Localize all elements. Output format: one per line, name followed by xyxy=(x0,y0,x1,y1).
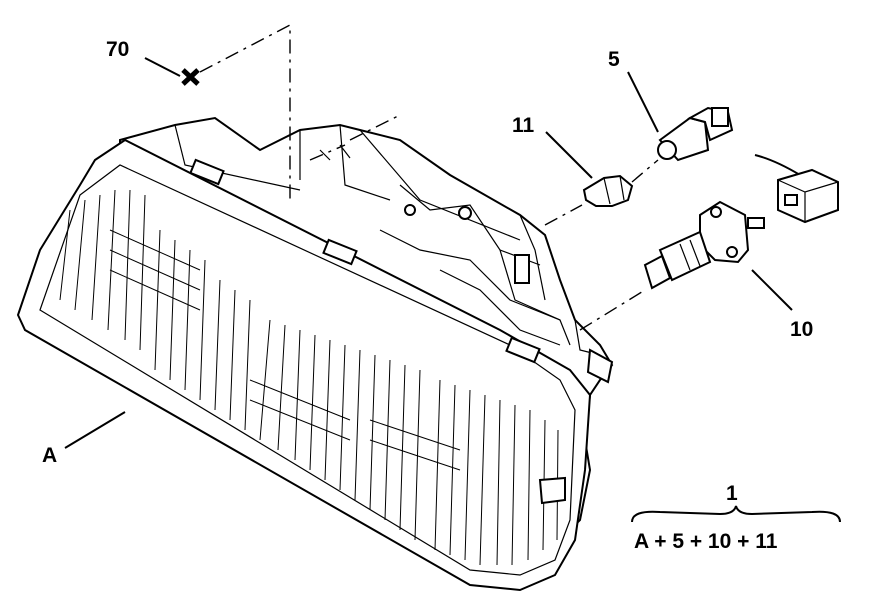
formula-brace xyxy=(631,505,841,523)
label-A: A xyxy=(42,444,57,467)
alignment-lines xyxy=(199,23,659,331)
screw-70-icon xyxy=(181,68,200,86)
connector-icon xyxy=(754,154,839,224)
label-5: 5 xyxy=(608,48,620,71)
leader-lines xyxy=(64,57,793,449)
bulb-holder-5-icon xyxy=(657,106,734,162)
bulb-10-icon xyxy=(643,200,765,290)
label-70: 70 xyxy=(106,38,129,61)
lens-hatching xyxy=(59,189,559,566)
formula-text: A + 5 + 10 + 11 xyxy=(634,530,778,553)
headlamp-lens xyxy=(16,138,592,592)
label-10: 10 xyxy=(790,318,813,341)
label-1: 1 xyxy=(726,482,738,505)
label-11: 11 xyxy=(512,114,535,137)
assembly-formula: 1 A + 5 + 10 + 11 xyxy=(631,482,841,553)
bulb-11-icon xyxy=(582,174,634,207)
